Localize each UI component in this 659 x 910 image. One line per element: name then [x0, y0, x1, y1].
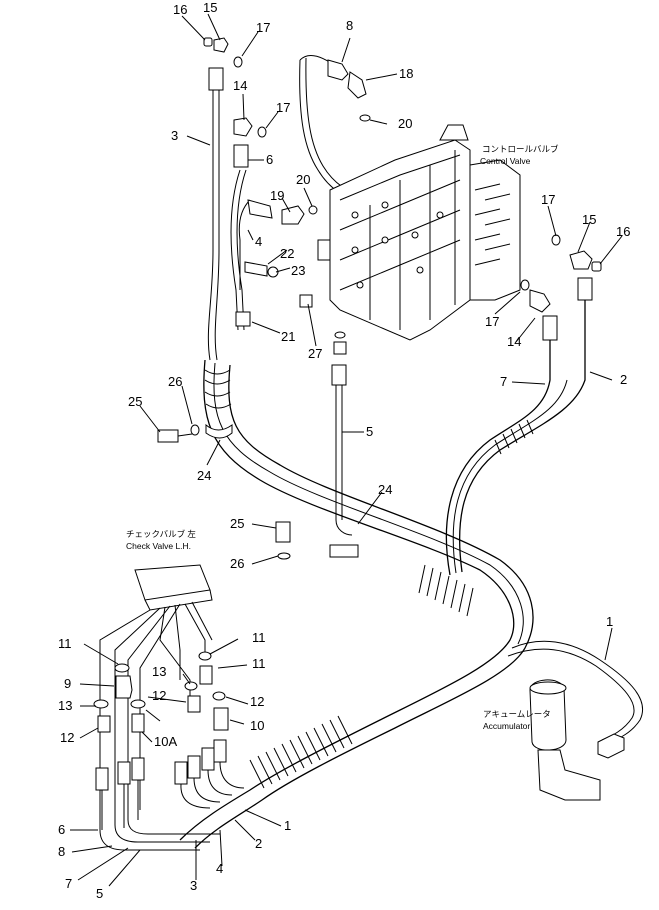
- upper-hoses: [207, 55, 363, 536]
- callout: 20: [296, 172, 310, 187]
- callout: 5: [96, 886, 103, 901]
- callout: 13: [152, 664, 166, 679]
- callout: 19: [270, 188, 284, 203]
- lower-fittings: [93, 651, 245, 830]
- callout: 13: [58, 698, 72, 713]
- accumulator: [529, 679, 625, 801]
- callout: 11: [252, 656, 266, 671]
- callout: 12: [60, 730, 74, 745]
- callout: 14: [507, 334, 521, 349]
- callout: 8: [58, 844, 65, 859]
- accumulator-label-en: Accumulator: [483, 721, 530, 731]
- callout: 20: [398, 116, 412, 131]
- callout: 1: [284, 818, 291, 833]
- callout-numbers: 16 15 17 8 18 14 17 3 6 20 20 19 4 22 23…: [58, 0, 630, 901]
- callout: 15: [203, 0, 217, 15]
- accumulator-hose: [507, 640, 644, 746]
- control-valve-label-en: Control Valve: [480, 156, 531, 166]
- callout: 8: [346, 18, 353, 33]
- callout: 16: [616, 224, 630, 239]
- callout: 26: [230, 556, 244, 571]
- control-valve: [317, 124, 521, 341]
- leader-lines: [70, 13, 623, 887]
- callout: 3: [190, 878, 197, 893]
- check-valve-label-jp: チェックバルブ 左: [126, 529, 196, 539]
- callout: 17: [541, 192, 555, 207]
- control-valve-label-jp: コントロールバルブ: [482, 144, 559, 154]
- callout: 5: [366, 424, 373, 439]
- callout: 24: [197, 468, 211, 483]
- callout: 3: [171, 128, 178, 143]
- callout: 17: [256, 20, 270, 35]
- main-hose-bundle: [179, 359, 534, 849]
- callout: 15: [582, 212, 596, 227]
- callout: 11: [252, 630, 266, 645]
- callout: 4: [216, 861, 223, 876]
- callout: 1: [606, 614, 613, 629]
- accumulator-label-jp: アキュームレータ: [483, 709, 551, 719]
- callout: 6: [58, 822, 65, 837]
- callout: 23: [291, 263, 305, 278]
- callout: 7: [65, 876, 72, 891]
- callout: 9: [64, 676, 71, 691]
- callout: 10A: [154, 734, 177, 749]
- callout: 2: [620, 372, 627, 387]
- callout: 17: [485, 314, 499, 329]
- check-valve: [99, 564, 220, 851]
- callout: 7: [500, 374, 507, 389]
- callout: 25: [128, 394, 142, 409]
- callout: 14: [233, 78, 247, 93]
- callout: 10: [250, 718, 264, 733]
- right-hose-branch: [445, 300, 586, 576]
- callout: 18: [399, 66, 413, 81]
- callout: 16: [173, 2, 187, 17]
- callout: 27: [308, 346, 322, 361]
- check-valve-label-en: Check Valve L.H.: [126, 541, 191, 551]
- callout: 22: [280, 246, 294, 261]
- callout: 12: [152, 688, 166, 703]
- component-labels: コントロールバルブ Control Valve チェックバルブ 左 Check …: [126, 144, 559, 731]
- callout: 11: [58, 636, 72, 651]
- callout: 4: [255, 234, 262, 249]
- callout: 26: [168, 374, 182, 389]
- callout: 21: [281, 329, 295, 344]
- callout: 12: [250, 694, 264, 709]
- callout: 6: [266, 152, 273, 167]
- callout: 24: [378, 482, 392, 497]
- callout: 25: [230, 516, 244, 531]
- callout: 17: [276, 100, 290, 115]
- callout: 2: [255, 836, 262, 851]
